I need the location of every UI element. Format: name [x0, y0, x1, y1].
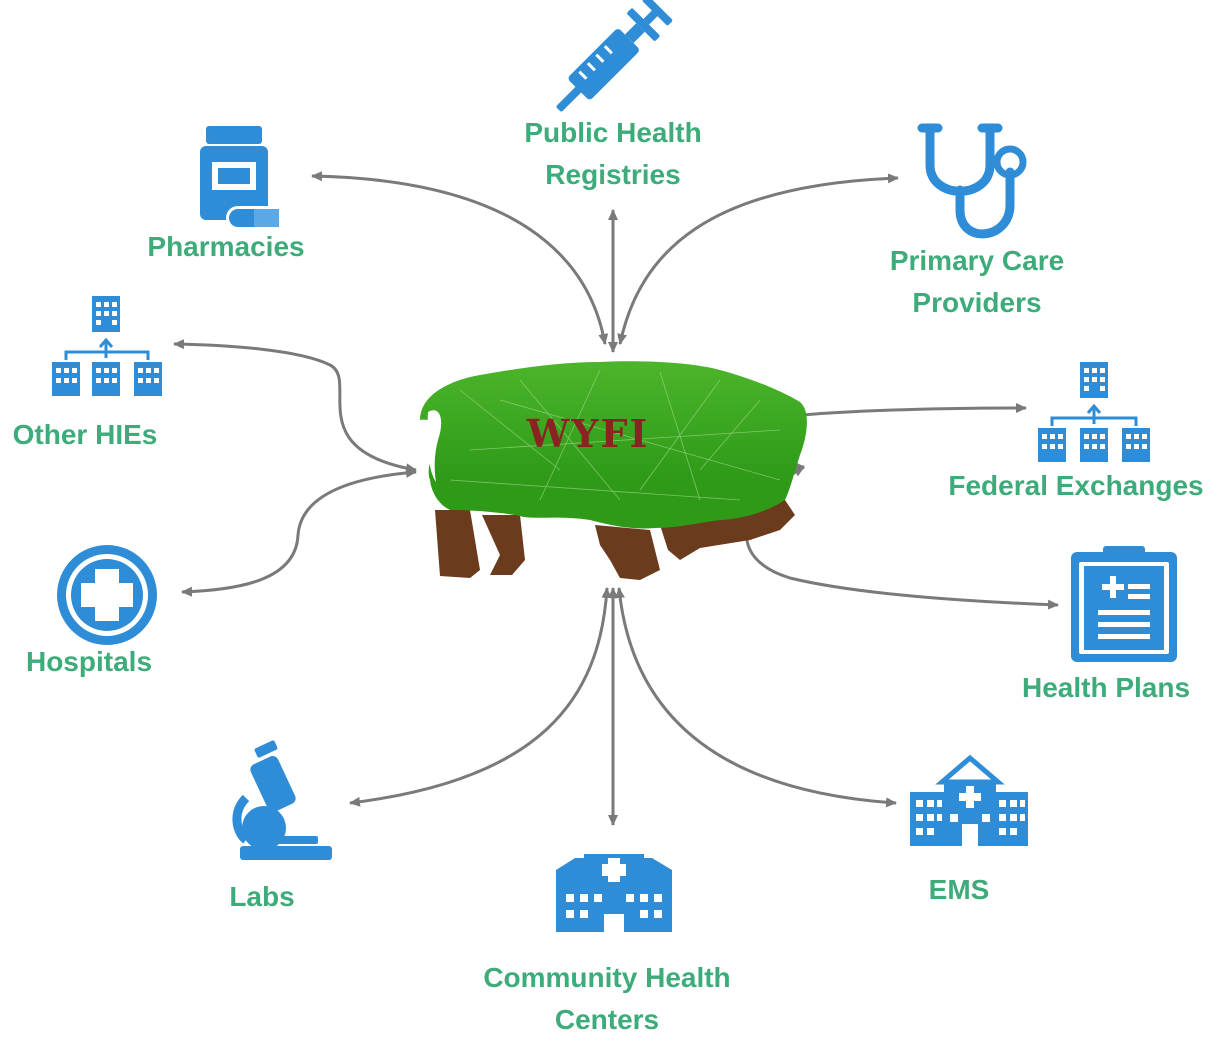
label-line: Public Health	[524, 117, 702, 148]
label-public-health-registries: Public Health Registries	[503, 112, 723, 196]
hospital-network-icon	[52, 296, 162, 396]
arrow-hospitals	[181, 467, 417, 597]
microscope-icon	[232, 740, 332, 860]
hub-bison[interactable]: WYFI	[420, 361, 807, 580]
label-line: Pharmacies	[147, 231, 305, 262]
arrow-ems	[615, 587, 897, 808]
label-line: EMS	[928, 874, 990, 905]
label-line: Registries	[545, 159, 681, 190]
label-other-hies: Other HIEs	[0, 414, 170, 456]
arrow-pharmacies	[311, 171, 609, 345]
label-line: Community Health	[483, 962, 731, 993]
label-line: Centers	[554, 1004, 660, 1035]
label-line: Primary Care	[889, 245, 1065, 276]
bison-tail	[427, 410, 442, 482]
hub-label: WYFI	[526, 411, 650, 456]
clipboard-icon	[1071, 546, 1177, 662]
label-community-health-centers: Community Health Centers	[457, 957, 757, 1041]
clinic-building-icon	[556, 854, 672, 932]
label-health-plans: Health Plans	[1006, 667, 1206, 709]
map-lines	[449, 369, 781, 501]
hospital-network-icon	[1038, 362, 1150, 462]
pill-bottle-icon	[200, 126, 282, 230]
medical-cross-icon	[57, 545, 157, 645]
label-line: Federal Exchanges	[948, 470, 1204, 501]
arrow-primary-care-providers	[617, 173, 899, 345]
label-pharmacies: Pharmacies	[136, 226, 316, 268]
label-line: Labs	[229, 881, 295, 912]
label-primary-care-providers: Primary Care Providers	[867, 240, 1087, 324]
label-hospitals: Hospitals	[14, 641, 164, 683]
label-line: Hospitals	[25, 646, 153, 677]
label-federal-exchanges: Federal Exchanges	[935, 465, 1217, 507]
label-line: Providers	[912, 287, 1042, 318]
label-line: Other HIEs	[12, 419, 158, 450]
stethoscope-icon	[917, 123, 1027, 239]
arrow-other-hies	[173, 339, 417, 474]
label-ems: EMS	[909, 869, 1009, 911]
hospital-building-icon	[910, 754, 1028, 846]
syringe-icon	[556, 0, 673, 112]
label-labs: Labs	[212, 876, 312, 918]
label-line: Health Plans	[1021, 672, 1191, 703]
arrow-labs	[349, 587, 612, 807]
bison-body	[420, 361, 807, 529]
